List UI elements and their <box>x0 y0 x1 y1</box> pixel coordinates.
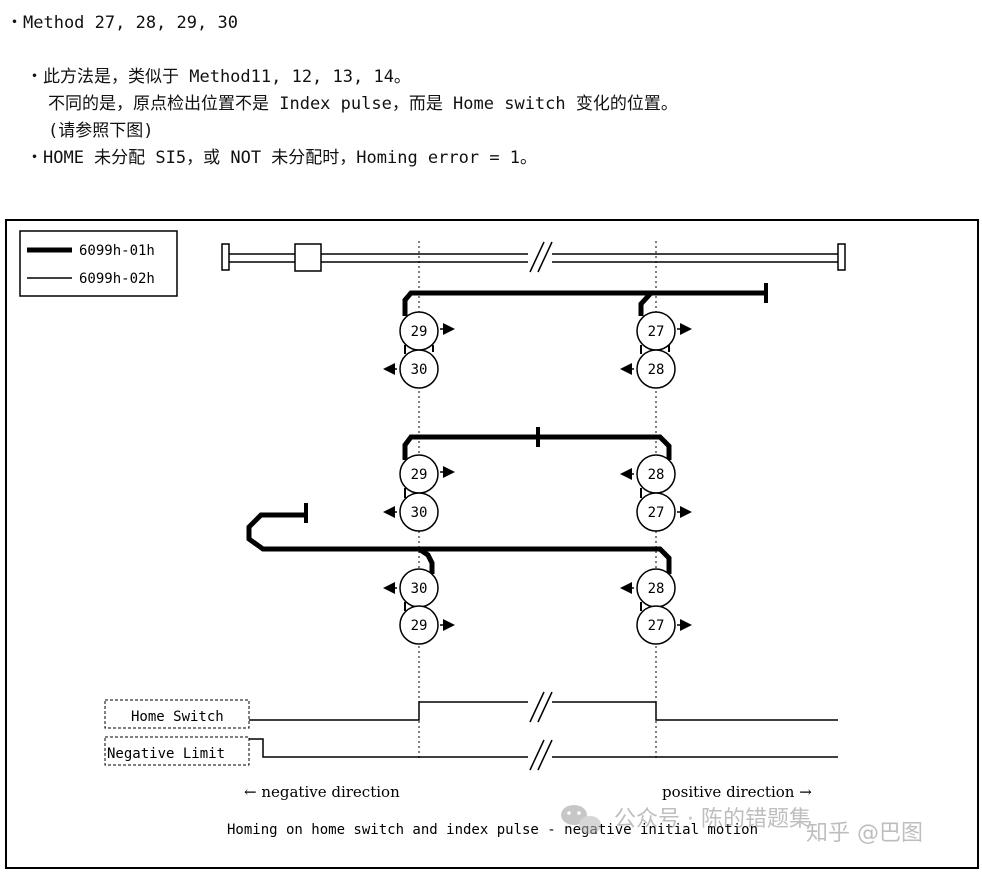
axis-break-mark <box>529 241 545 273</box>
positive-direction-label: positive direction → <box>662 783 812 801</box>
bullet-1-continuation: 不同的是，原点检出位置不是 Index pulse，而是 Home switch… <box>48 94 678 114</box>
negative-limit-label: Negative Limit <box>107 746 225 762</box>
marker-r3-right-top-label: 28 <box>648 581 665 597</box>
marker-r1-right-bottom-label: 28 <box>648 362 665 378</box>
legend-thin-label: 6099h-02h <box>79 271 155 287</box>
bullet-1-note: (请参照下图) <box>48 121 154 141</box>
marker-r2-right-top-label: 28 <box>648 467 665 483</box>
method-markers: 29 30 27 28 29 30 28 27 30 29 28 2 <box>383 311 692 645</box>
marker-r3-right-bottom-label: 27 <box>648 618 665 634</box>
marker-r1-right-bottom <box>636 349 676 389</box>
diagram-frame <box>5 219 979 869</box>
negative-direction-label: ← negative direction <box>244 783 400 801</box>
bullet-2: ・HOME 未分配 SI5，或 NOT 未分配时，Homing error = … <box>26 148 538 168</box>
travel-axis <box>221 241 846 273</box>
negative-limit-signal <box>249 738 838 771</box>
bullet-1: ・此方法是，类似于 Method11, 12, 13, 14。 <box>26 67 411 87</box>
watermark: 公众号 · 陈的错题集 知乎 @巴图 <box>561 805 923 846</box>
marker-r3-left-top-label: 30 <box>411 581 428 597</box>
marker-r2-left-bottom-label: 30 <box>411 505 428 521</box>
legend-thick-label: 6099h-01h <box>79 243 155 259</box>
signal-labels: Home Switch Negative Limit <box>104 699 250 766</box>
marker-r1-left-bottom-label: 30 <box>411 362 428 378</box>
marker-r2-right-bottom-label: 27 <box>648 505 665 521</box>
marker-r3-right-bottom <box>636 605 676 645</box>
wechat-icon <box>561 805 601 834</box>
marker-r2-left-bottom <box>399 492 439 532</box>
legend: 6099h-01h 6099h-02h <box>19 230 178 297</box>
home-switch-label-box <box>104 699 250 729</box>
row2-paths <box>402 427 672 498</box>
positive-end-stop <box>837 243 846 271</box>
marker-r1-left-bottom <box>399 349 439 389</box>
row3-paths <box>246 503 672 611</box>
marker-r2-right-bottom <box>636 492 676 532</box>
diagram-caption: Homing on home switch and index pulse - … <box>227 822 758 838</box>
marker-r2-left-top-label: 29 <box>411 467 428 483</box>
negative-end-stop <box>221 243 230 271</box>
marker-r1-left-top-label: 29 <box>411 324 428 340</box>
heading: ・Method 27, 28, 29, 30 <box>6 13 238 33</box>
home-switch-label: Home Switch <box>131 709 224 725</box>
marker-r3-left-bottom-label: 29 <box>411 618 428 634</box>
watermark-sub: 知乎 @巴图 <box>806 821 923 846</box>
marker-r3-left-bottom <box>399 605 439 645</box>
row1-paths <box>402 283 768 354</box>
negative-limit-label-box <box>104 736 250 766</box>
home-switch-dog <box>294 243 322 272</box>
marker-r1-right-top-label: 27 <box>648 324 665 340</box>
home-switch-signal <box>249 691 838 723</box>
watermark-main: 公众号 · 陈的错题集 <box>614 807 811 832</box>
